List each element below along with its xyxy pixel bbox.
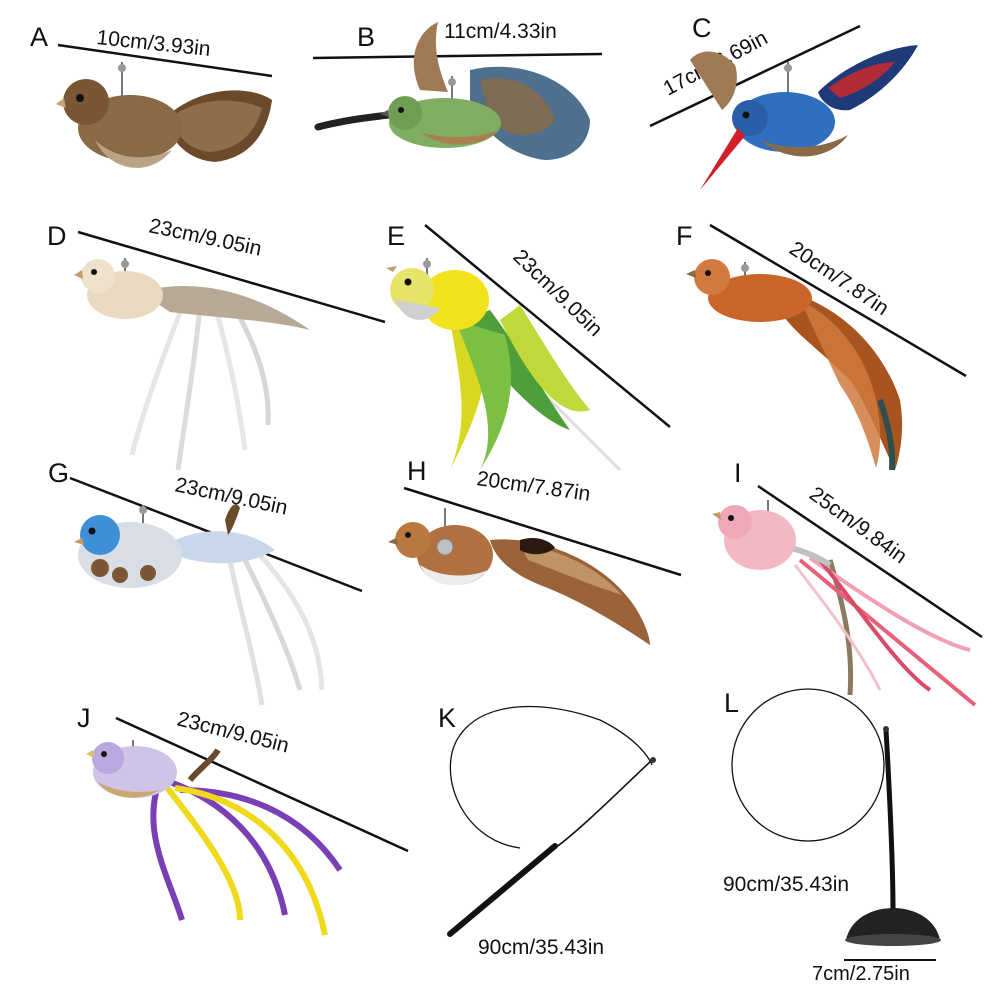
item-c-measure-line bbox=[649, 24, 861, 128]
item-l: L 90cm/35.43in 7cm/2.75in bbox=[723, 688, 941, 985]
item-b-head bbox=[388, 96, 422, 130]
item-f-head bbox=[694, 259, 730, 295]
item-f-bird bbox=[686, 259, 903, 471]
item-h-letter: H bbox=[407, 456, 427, 486]
item-f-letter: F bbox=[676, 221, 693, 251]
item-i-bird bbox=[712, 500, 977, 707]
item-h: H 20cm/7.87in bbox=[388, 456, 682, 645]
item-l-letter: L bbox=[724, 688, 739, 718]
item-f-body bbox=[708, 274, 812, 322]
item-c-bird bbox=[690, 45, 918, 190]
item-j-letter: J bbox=[77, 703, 91, 733]
item-a-head bbox=[63, 79, 109, 125]
item-d: D 23cm/9.05in bbox=[47, 214, 386, 471]
item-d-letter: D bbox=[47, 221, 67, 251]
item-k-wire bbox=[449, 705, 653, 849]
item-a-measure-line bbox=[57, 43, 273, 78]
item-b-size: 11cm/4.33in bbox=[444, 20, 557, 43]
item-a: A 10cm/3.93in bbox=[30, 22, 273, 168]
item-i-size: 25cm/9.84in bbox=[805, 482, 911, 568]
item-b-letter: B bbox=[357, 22, 375, 52]
item-e-body bbox=[421, 270, 489, 330]
item-h-head bbox=[395, 522, 431, 558]
item-e-head bbox=[390, 268, 434, 312]
item-k: K 90cm/35.43in bbox=[438, 703, 656, 959]
item-j-tail bbox=[150, 778, 185, 921]
item-j-tail2 bbox=[162, 783, 243, 921]
item-a-size: 10cm/3.93in bbox=[95, 26, 211, 61]
item-h-tail bbox=[490, 539, 650, 645]
item-l-suction-base bbox=[846, 908, 940, 940]
item-j-measure-line bbox=[115, 716, 409, 853]
item-j-size: 23cm/9.05in bbox=[175, 708, 292, 758]
item-i-letter: I bbox=[734, 458, 742, 488]
item-h-measure-line bbox=[403, 486, 682, 577]
item-g-head bbox=[80, 515, 120, 555]
item-l-wand bbox=[731, 688, 941, 946]
item-j-head bbox=[92, 742, 124, 774]
item-h-bird bbox=[388, 508, 650, 645]
item-d-measure-line bbox=[77, 230, 386, 324]
item-k-letter: K bbox=[438, 703, 456, 733]
item-l-wire bbox=[731, 688, 885, 842]
item-a-letter: A bbox=[30, 22, 48, 52]
item-c-beak bbox=[700, 128, 745, 190]
item-i-measure-line bbox=[757, 484, 983, 639]
item-g-tail bbox=[175, 531, 275, 564]
item-c-letter: C bbox=[692, 13, 712, 43]
item-a-bird bbox=[56, 62, 272, 168]
item-c-head bbox=[732, 100, 768, 136]
item-k-wand bbox=[447, 705, 656, 937]
item-l-pole bbox=[883, 729, 896, 913]
item-e-measure-line bbox=[424, 224, 671, 428]
item-i-tail bbox=[798, 558, 977, 707]
item-h-size: 20cm/7.87in bbox=[475, 467, 591, 506]
item-c: C 17cm/6.69in bbox=[649, 13, 918, 190]
item-h-body bbox=[417, 525, 493, 585]
item-e-letter: E bbox=[387, 221, 405, 251]
item-b-bird bbox=[314, 22, 590, 160]
item-e-bird bbox=[386, 258, 622, 472]
item-e-tail bbox=[455, 320, 511, 470]
item-l-base-size: 7cm/2.75in bbox=[812, 963, 910, 985]
item-d-size: 23cm/9.05in bbox=[147, 214, 264, 260]
item-i-head bbox=[718, 505, 752, 539]
item-f: F 20cm/7.87in bbox=[676, 221, 967, 471]
item-f-tail bbox=[780, 290, 903, 470]
item-j-bird bbox=[86, 740, 343, 936]
item-e: E 23cm/9.05in bbox=[386, 221, 671, 472]
item-l-size: 90cm/35.43in bbox=[723, 873, 849, 896]
item-f-measure-line bbox=[709, 223, 967, 378]
item-g-bird bbox=[74, 504, 325, 706]
item-g: G 23cm/9.05in bbox=[48, 458, 363, 706]
item-d-head bbox=[81, 259, 115, 293]
item-k-handle bbox=[447, 843, 558, 937]
item-d-bird bbox=[74, 258, 310, 471]
item-b-measure-line bbox=[312, 52, 603, 60]
item-j: J 23cm/9.05in bbox=[77, 703, 409, 936]
item-i: I 25cm/9.84in bbox=[712, 458, 983, 707]
item-k-size: 90cm/35.43in bbox=[478, 936, 604, 959]
item-g-letter: G bbox=[48, 458, 69, 488]
item-b: B 11cm/4.33in bbox=[312, 20, 603, 160]
